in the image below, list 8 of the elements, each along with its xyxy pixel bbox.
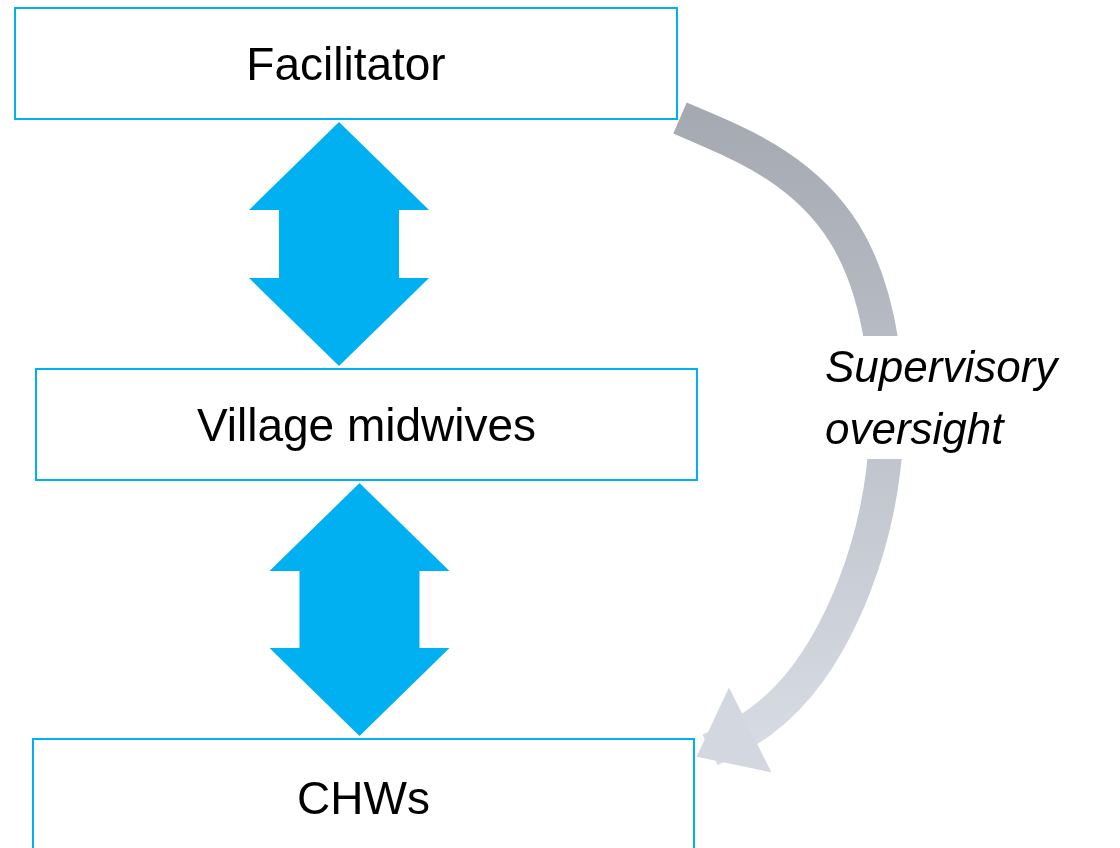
- node-label: Village midwives: [196, 397, 537, 452]
- node-label: CHWs: [297, 771, 430, 825]
- process-box: [35, 368, 698, 481]
- node-label: Facilitator: [246, 36, 446, 91]
- double-block-arrow: [269, 483, 450, 736]
- process-box: [32, 738, 695, 848]
- process-box: [14, 7, 678, 120]
- double-block-arrow: [249, 122, 429, 366]
